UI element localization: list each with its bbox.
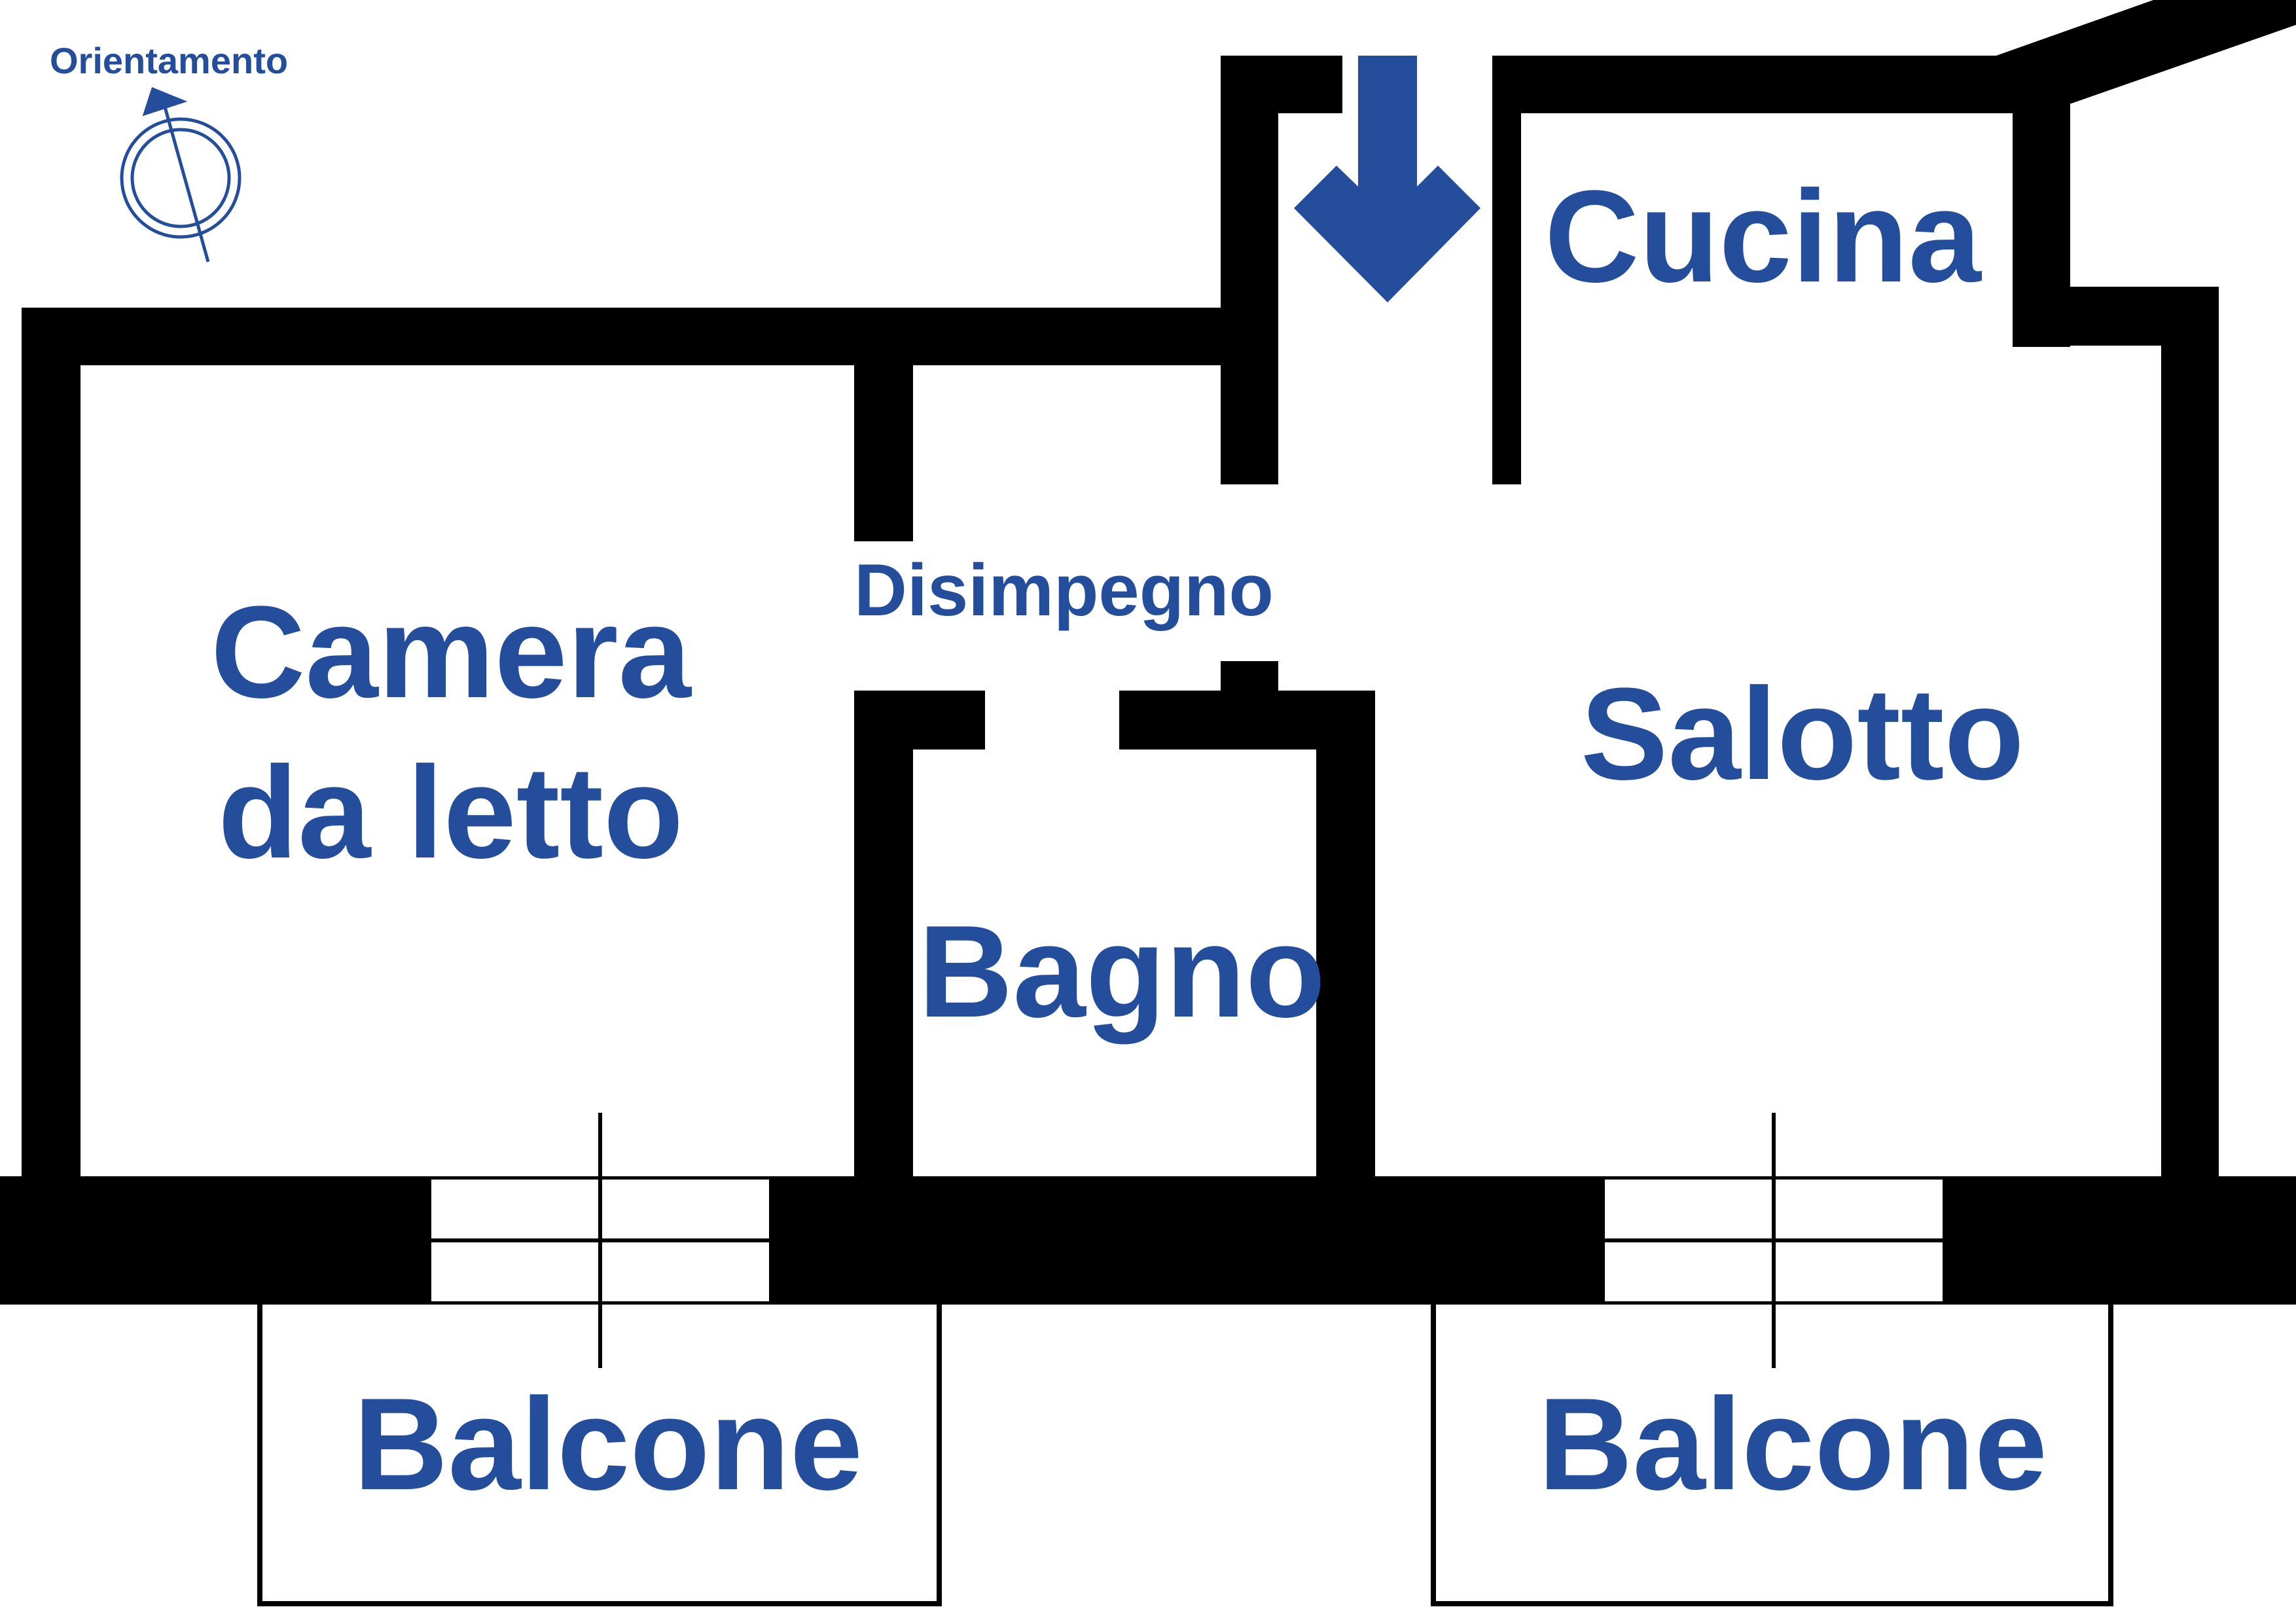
wall-left [22, 308, 81, 1303]
wall-bedroom-right-lower [854, 691, 913, 1214]
wall-right [2161, 287, 2219, 1236]
room-label-hallway: Disimpegno [854, 549, 1274, 631]
orientation-label: Orientamento [50, 40, 288, 81]
wall-bottom [0, 1176, 2296, 1305]
room-label-kitchen: Cucina [1545, 164, 1982, 310]
wall-entry-top-left [1221, 56, 1342, 113]
wall-kitchen-top [1492, 56, 2068, 113]
window-left [429, 1113, 772, 1368]
room-label-bathroom: Bagno [918, 899, 1325, 1045]
wall-bathroom-top-left [854, 691, 985, 749]
wall-kitchen-left [1492, 56, 1521, 484]
wall-bedroom-right-upper [854, 308, 913, 541]
entrance-arrow-down-icon [1294, 56, 1480, 302]
wall-bathroom-right [1316, 691, 1375, 1214]
wall-bathroom-stub [1221, 661, 1278, 700]
room-label-balcony-left: Balcone [353, 1371, 863, 1517]
window-right [1602, 1113, 1945, 1368]
wall-kitchen-top-diagonal [1996, 0, 2296, 113]
room-label-bedroom-line2: da letto [218, 740, 683, 886]
room-label-balcony-right: Balcone [1538, 1371, 2047, 1517]
compass-north-arrow-icon [120, 87, 242, 262]
room-label-bedroom-line1: Camera [211, 579, 692, 725]
balcony-left-outline [257, 1305, 942, 1606]
room-label-living-room: Salotto [1581, 661, 2024, 807]
wall-entry-left [1221, 56, 1278, 484]
balcony-right-outline [1431, 1305, 2113, 1606]
wall-top-left [22, 308, 1278, 365]
